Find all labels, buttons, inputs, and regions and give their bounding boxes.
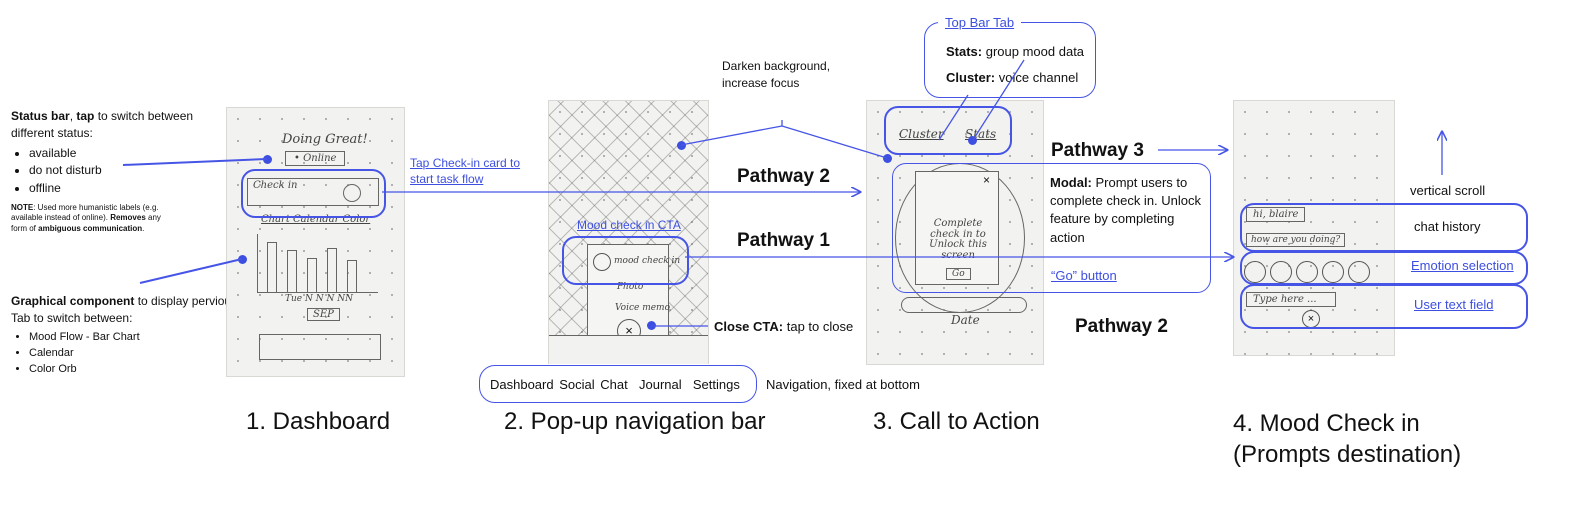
nav-items: Dashboard Social Chat Journal Settings <box>490 377 740 392</box>
chat-history-note: chat history <box>1414 219 1481 234</box>
top-bar-marker-dot <box>968 136 977 145</box>
pathway-2-label: Pathway 2 <box>737 166 830 187</box>
graphical-note: Graphical component to display pervious … <box>11 293 301 378</box>
cluster-note: Cluster: voice channel <box>946 70 1079 85</box>
modal-callout-box <box>892 163 1211 293</box>
darken-note: Darken background, increase focus <box>722 59 831 91</box>
modal-marker-dot <box>883 154 892 163</box>
checkin-card-highlight <box>241 169 386 218</box>
title-dashboard: 1. Dashboard <box>246 408 391 435</box>
status-bar-note: Status bar, tap to switch between differ… <box>11 108 211 197</box>
top-bar-title: Top Bar Tab <box>938 15 1022 30</box>
nav-bar-box <box>479 365 757 403</box>
small-note: NOTE: Used more humanistic labels (e.g. … <box>11 203 161 233</box>
nav-settings[interactable]: Settings <box>692 377 740 392</box>
graph-marker-dot <box>238 255 247 264</box>
top-bar-highlight <box>884 106 1012 155</box>
user-text-field-highlight <box>1240 284 1528 329</box>
vertical-scroll-note: vertical scroll <box>1410 183 1486 198</box>
emotion-selection-note: Emotion selection <box>1411 258 1514 273</box>
status-marker-dot <box>263 155 272 164</box>
nav-dashboard[interactable]: Dashboard <box>490 377 554 392</box>
tap-checkin-note: Tap Check-in card to start task flow <box>410 156 521 187</box>
status-item: available <box>29 145 211 162</box>
pathway-2b-label: Pathway 2 <box>1075 316 1168 337</box>
modal-note: Modal: Prompt users to complete check in… <box>1050 175 1202 245</box>
go-button-note: “Go” button <box>1051 268 1117 283</box>
status-item: do not disturb <box>29 162 211 179</box>
title-popup-nav: 2. Pop-up navigation bar <box>504 408 766 435</box>
nav-fixed-note: Navigation, fixed at bottom <box>766 377 920 392</box>
title-mood-checkin: 4. Mood Check in(Prompts destination) <box>1233 410 1462 469</box>
stats-note: Stats: group mood data <box>946 44 1085 59</box>
nav-journal[interactable]: Journal <box>638 377 682 392</box>
mood-cta-highlight <box>562 236 689 285</box>
nav-chat[interactable]: Chat <box>600 377 628 392</box>
title-cta: 3. Call to Action <box>873 408 1040 435</box>
pathway-3-label: Pathway 3 <box>1051 140 1144 161</box>
mood-cta-label: Mood check in CTA <box>577 218 681 232</box>
mood-checkin-sketch: hi, blaire how are you doing? Type here … <box>1233 100 1395 356</box>
dashboard-sketch: Doing Great! • Online Check in Chart Cal… <box>226 107 405 377</box>
nav-social[interactable]: Social <box>559 377 595 392</box>
pathway-1-label: Pathway 1 <box>737 230 830 251</box>
close-cta-note: Close CTA: tap to close <box>714 319 854 334</box>
user-text-field-note: User text field <box>1414 297 1494 312</box>
status-item: offline <box>29 180 211 197</box>
